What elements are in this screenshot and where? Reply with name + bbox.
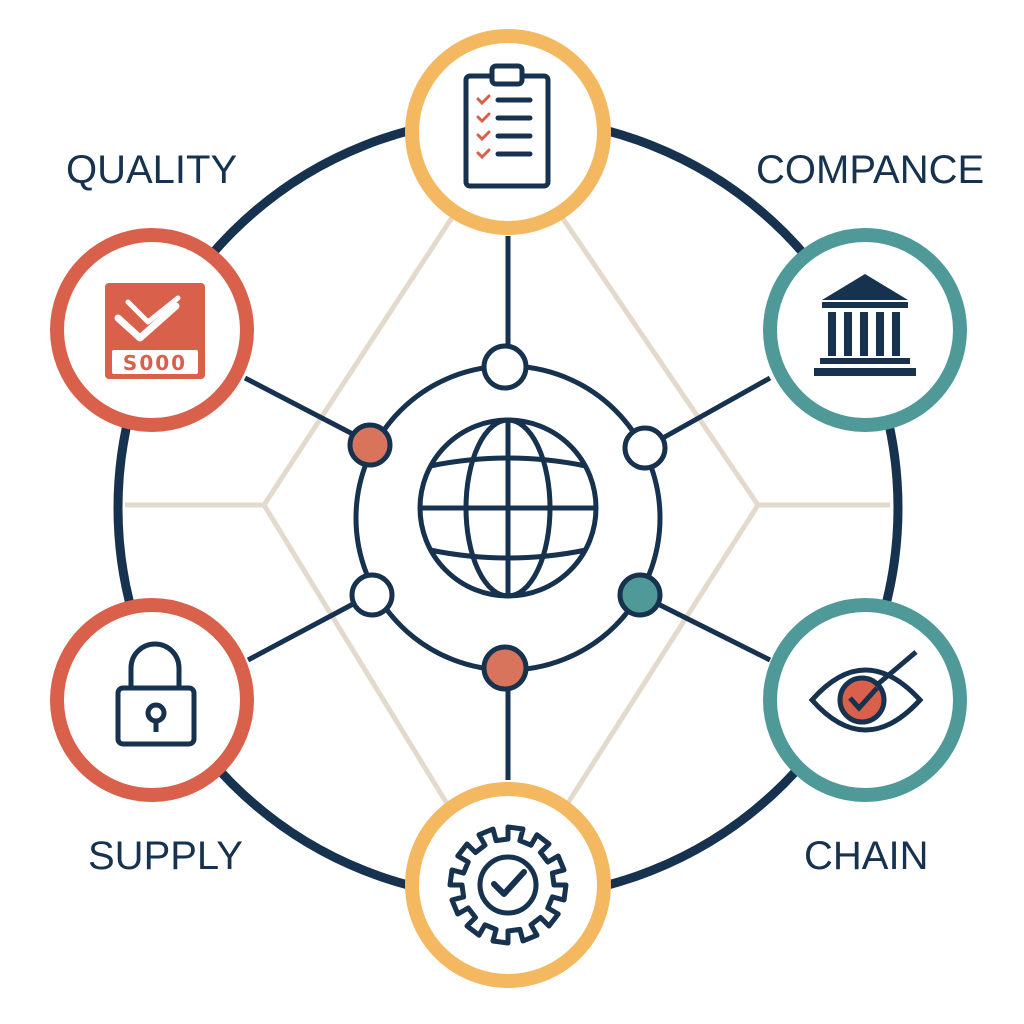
globe-icon <box>417 417 599 599</box>
node-dot-upper-right <box>622 425 668 471</box>
node-dot-bottom <box>481 644 529 692</box>
node-dot-lower-left <box>349 572 395 618</box>
label-chain: CHAIN <box>804 834 929 878</box>
label-quality: QUALITY <box>66 148 238 192</box>
courthouse-icon <box>814 274 916 376</box>
node-dot-upper-left <box>347 422 393 468</box>
node-dot-lower-right <box>617 572 663 618</box>
node-upper-left: S000 <box>50 228 254 432</box>
check-badge-icon: S000 <box>105 283 205 379</box>
node-top <box>405 29 611 235</box>
eye-check-icon <box>808 650 924 733</box>
gear-check-icon <box>447 824 569 946</box>
label-compliance: COMPANCE <box>756 148 985 192</box>
node-lower-left <box>50 598 254 802</box>
badge-label: S000 <box>123 351 187 375</box>
node-dot-top <box>481 343 529 391</box>
node-lower-right <box>763 598 967 802</box>
connector-lines <box>243 236 772 780</box>
node-upper-right <box>763 228 967 432</box>
clipboard-checklist-icon <box>463 63 551 189</box>
node-bottom <box>405 782 611 988</box>
label-supply: SUPPLY <box>88 834 243 878</box>
padlock-icon <box>115 641 197 747</box>
